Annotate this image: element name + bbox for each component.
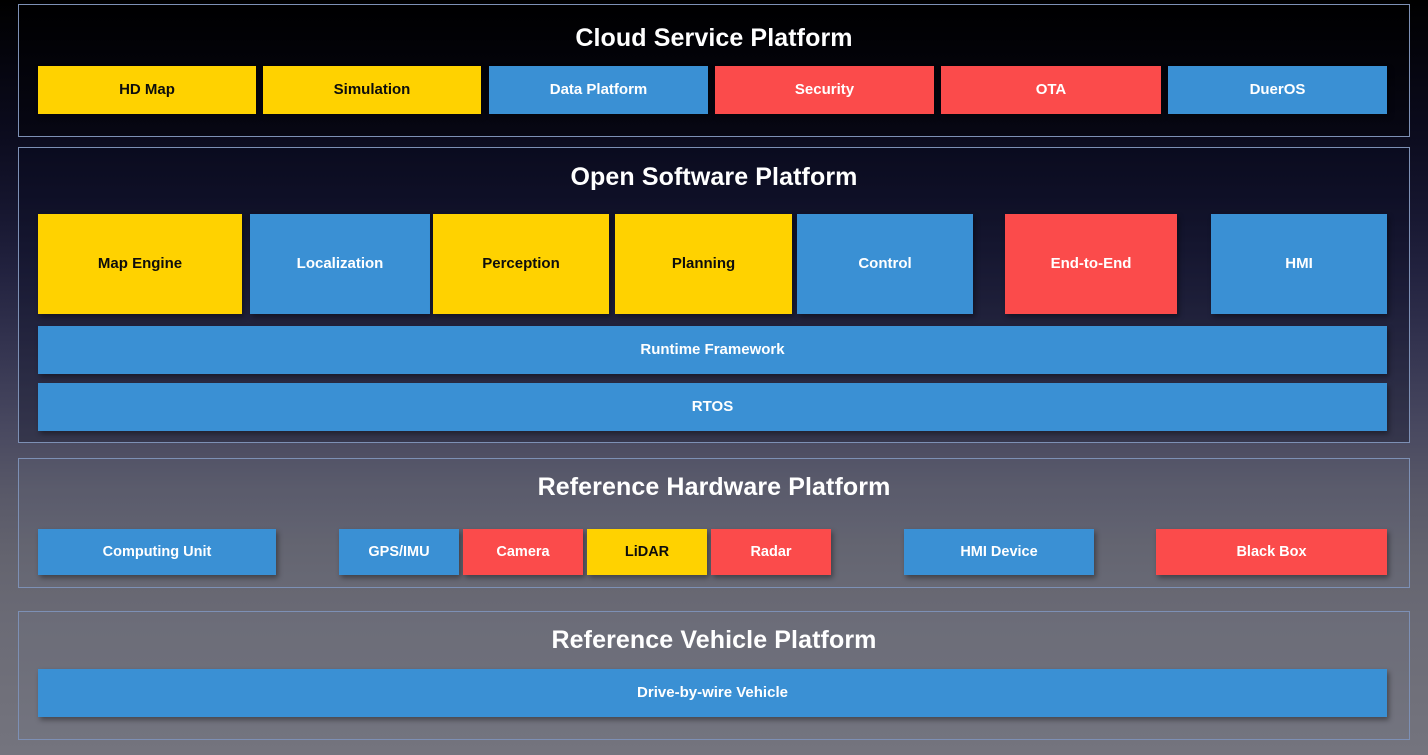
block-hd-map[interactable]: HD Map: [38, 66, 256, 114]
block-ota[interactable]: OTA: [941, 66, 1161, 114]
block-map-engine[interactable]: Map Engine: [38, 214, 242, 314]
block-hmi[interactable]: HMI: [1211, 214, 1387, 314]
block-dueros[interactable]: DuerOS: [1168, 66, 1387, 114]
block-localization[interactable]: Localization: [250, 214, 430, 314]
block-end-to-end[interactable]: End-to-End: [1005, 214, 1177, 314]
layer-panel-cloud-service-platform: Cloud Service Platform HD Map Simulation…: [18, 4, 1410, 137]
block-camera[interactable]: Camera: [463, 529, 583, 575]
layer-title-open-software-platform: Open Software Platform: [570, 163, 858, 191]
block-lidar[interactable]: LiDAR: [587, 529, 707, 575]
layer-title-cloud-service-platform: Cloud Service Platform: [575, 24, 853, 52]
block-radar[interactable]: Radar: [711, 529, 831, 575]
block-black-box[interactable]: Black Box: [1156, 529, 1387, 575]
block-simulation[interactable]: Simulation: [263, 66, 481, 114]
block-gps-imu[interactable]: GPS/IMU: [339, 529, 459, 575]
layer-panel-reference-vehicle-platform: Reference Vehicle Platform Drive-by-wire…: [18, 611, 1410, 740]
block-planning[interactable]: Planning: [615, 214, 792, 314]
block-drive-by-wire-vehicle[interactable]: Drive-by-wire Vehicle: [38, 669, 1387, 717]
block-security[interactable]: Security: [715, 66, 934, 114]
block-hmi-device[interactable]: HMI Device: [904, 529, 1094, 575]
block-rtos[interactable]: RTOS: [38, 383, 1387, 431]
block-control[interactable]: Control: [797, 214, 973, 314]
block-computing-unit[interactable]: Computing Unit: [38, 529, 276, 575]
layer-title-reference-hardware-platform: Reference Hardware Platform: [537, 473, 891, 501]
block-runtime-framework[interactable]: Runtime Framework: [38, 326, 1387, 374]
block-perception[interactable]: Perception: [433, 214, 609, 314]
layer-title-reference-vehicle-platform: Reference Vehicle Platform: [551, 626, 877, 654]
layer-panel-open-software-platform: Open Software Platform Map Engine Locali…: [18, 147, 1410, 443]
layer-panel-reference-hardware-platform: Reference Hardware Platform Computing Un…: [18, 458, 1410, 588]
block-data-platform[interactable]: Data Platform: [489, 66, 708, 114]
